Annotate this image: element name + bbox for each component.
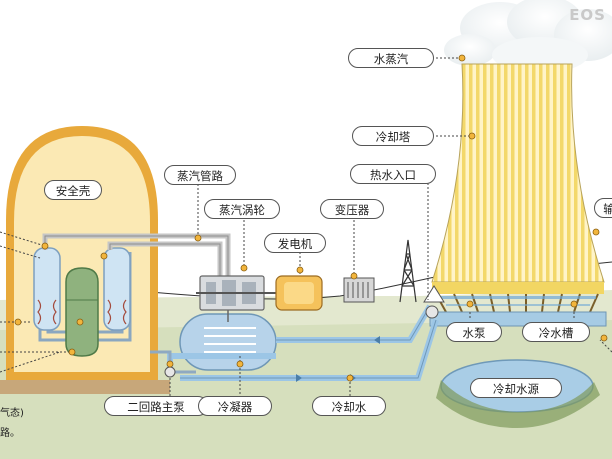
pond-bank <box>436 380 600 428</box>
label-cooling-water: 冷却水 <box>312 396 386 416</box>
left-edge-text-1: 气态) <box>0 408 24 419</box>
label-turbine: 蒸汽涡轮 <box>204 199 280 219</box>
steam-generator-left <box>33 247 61 331</box>
reactor-vessel <box>65 267 99 357</box>
steam-gen-coils <box>37 299 127 325</box>
transformer <box>343 277 375 303</box>
label-cooling-basin: 冷水槽 <box>522 322 590 342</box>
label-cooling-source: 冷却水源 <box>470 378 562 398</box>
steam-generator-right <box>103 247 131 331</box>
label-cooling-tower: 冷却塔 <box>352 126 434 146</box>
hot-water-ramp <box>423 285 445 303</box>
condenser-unit <box>179 310 277 371</box>
label-condenser: 冷凝器 <box>198 396 272 416</box>
label-containment: 安全壳 <box>44 180 102 200</box>
water-pump-body <box>425 305 439 319</box>
label-transmission: 输 <box>594 198 612 218</box>
left-edge-text-2: 路。 <box>0 428 20 439</box>
turbine <box>196 275 278 311</box>
cooling-tower-base <box>432 282 604 294</box>
transmission-pylon <box>399 239 417 303</box>
cooling-tower-shell <box>431 63 605 283</box>
publisher-logo: EOS <box>569 6 606 24</box>
label-hot-water-inlet: 热水入口 <box>350 164 436 184</box>
steam-cloud <box>444 0 612 73</box>
generator <box>275 275 323 311</box>
label-secondary-pump: 二回路主泵 <box>104 396 208 416</box>
leader-dots <box>14 54 608 382</box>
label-steam-pipe: 蒸汽管路 <box>164 165 236 185</box>
secondary-pump-body <box>164 366 176 378</box>
label-water-pump: 水泵 <box>446 322 502 342</box>
label-steam-vapor: 水蒸汽 <box>348 48 434 68</box>
cooling-tower-spray <box>440 296 596 306</box>
label-generator: 发电机 <box>264 233 326 253</box>
label-transformer: 变压器 <box>320 199 384 219</box>
